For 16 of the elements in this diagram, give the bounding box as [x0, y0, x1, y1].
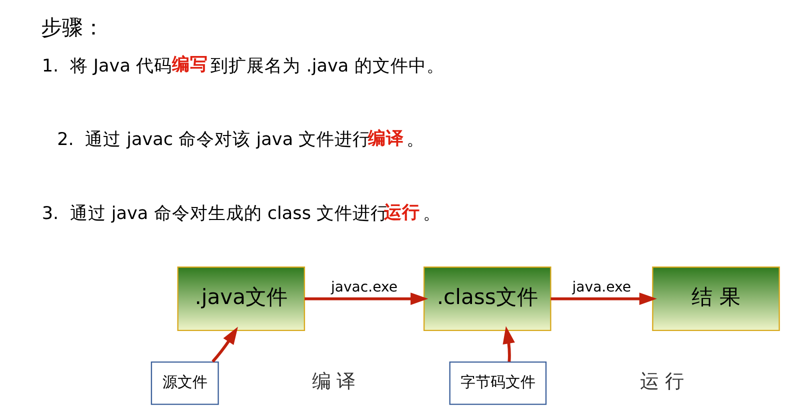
- edge-label: java.exe: [572, 279, 632, 296]
- arrow: [550, 292, 657, 305]
- node-box: 结 果: [652, 266, 780, 332]
- arrow: [502, 326, 515, 362]
- node-box: .class文件: [423, 266, 552, 332]
- node-box: 字节码文件: [449, 362, 547, 405]
- arrow: [304, 292, 428, 305]
- label: 运 行: [640, 372, 684, 393]
- label: 1. 将 Java 代码编写到扩展名为 .java 的文件中。: [42, 55, 444, 76]
- diagram-title: 步骤：: [40, 14, 104, 40]
- edge-label: javac.exe: [330, 279, 398, 296]
- label: 编 译: [312, 372, 356, 393]
- node-box: 源文件: [150, 362, 219, 405]
- arrow: [212, 326, 238, 363]
- label: 2. 通过 javac 命令对该 java 文件进行编译。: [57, 129, 424, 150]
- node-box: .java文件: [177, 266, 306, 332]
